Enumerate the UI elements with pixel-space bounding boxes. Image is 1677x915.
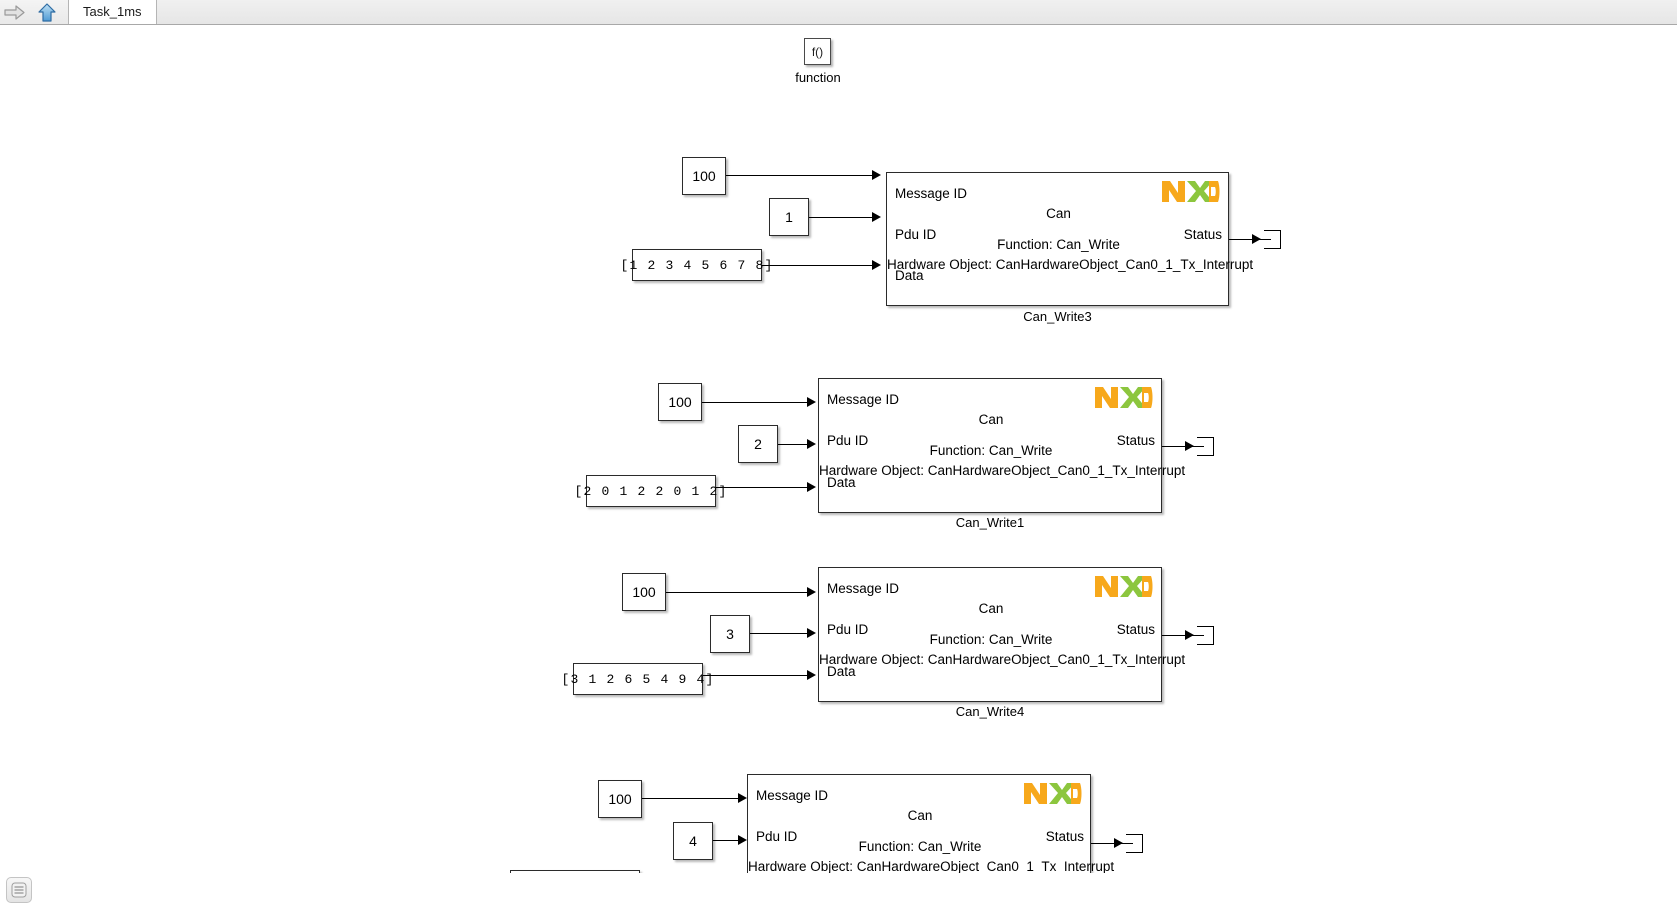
nxp-logo-icon: [1161, 178, 1221, 204]
tab-strip: Task_1ms: [68, 0, 157, 25]
can-write-block-caption-1: Can_Write3: [1023, 309, 1092, 324]
wire-arrow-pdu-id-1: [872, 212, 881, 222]
wire-pdu-id-1: [809, 217, 872, 218]
constant-message-id-2[interactable]: 100: [658, 383, 702, 421]
wire-arrow-message-id-1: [872, 170, 881, 180]
can-write-block-caption-3: Can_Write4: [955, 704, 1025, 719]
window-toolbar: Task_1ms: [0, 0, 1677, 25]
wire-arrow-message-id-3: [807, 587, 816, 597]
wire-pdu-id-4: [713, 840, 738, 841]
tab-task-1ms[interactable]: Task_1ms: [68, 0, 157, 24]
status-bar: [0, 873, 1677, 915]
wire-pdu-id-2: [778, 444, 807, 445]
wire-arrow-data-3: [807, 670, 816, 680]
wire-arrow-pdu-id-2: [807, 439, 816, 449]
wire-arrow-message-id-2: [807, 397, 816, 407]
terminator-block-4[interactable]: [1126, 834, 1143, 853]
wire-arrow-data-1: [872, 260, 881, 270]
constant-data-3[interactable]: [3 1 2 6 5 4 9 4]: [561, 663, 713, 695]
arrow-right-icon[interactable]: [2, 2, 28, 23]
port-label-status-1: Status: [1183, 227, 1222, 242]
terminator-block-3[interactable]: [1197, 626, 1214, 645]
can-block-title-4: Can: [907, 808, 933, 823]
arrow-up-icon[interactable]: [34, 2, 60, 23]
wire-message-id-3: [666, 592, 807, 593]
constant-data-2[interactable]: [2 0 1 2 2 0 1 2]: [574, 475, 726, 507]
constant-message-id-4[interactable]: 100: [598, 780, 642, 818]
wire-data-3: [703, 675, 807, 676]
can-hardware-line-3: Hardware Object: CanHardwareObject_Can0_…: [819, 652, 1186, 667]
wire-arrow-data-2: [807, 482, 816, 492]
port-label-data-1: Data: [895, 268, 924, 283]
port-label-message-id-3: Message ID: [827, 581, 900, 596]
wire-status-1: [1229, 239, 1271, 240]
can-write-block-3[interactable]: Message ID Pdu ID Data Can Function: Can…: [818, 567, 1186, 702]
wire-arrow-status-1: [1252, 234, 1261, 244]
port-label-message-id-1: Message ID: [895, 186, 968, 201]
can-function-line-2: Function: Can_Write: [929, 443, 1053, 458]
wire-arrow-pdu-id-3: [807, 628, 816, 638]
constant-pdu-id-3[interactable]: 3: [710, 615, 750, 653]
constant-data-1[interactable]: [1 2 3 4 5 6 7 8]: [620, 249, 772, 281]
can-function-line-1: Function: Can_Write: [997, 237, 1120, 252]
can-hardware-line-2: Hardware Object: CanHardwareObject_Can0_…: [819, 463, 1186, 478]
can-write-block-caption-2: Can_Write1: [955, 515, 1025, 530]
toolbar-filler: [152, 0, 1677, 24]
can-write-block-2[interactable]: Message ID Pdu ID Data Can Function: Can…: [818, 378, 1186, 513]
can-hardware-line-1: Hardware Object: CanHardwareObject_Can0_…: [887, 257, 1254, 272]
wire-arrow-message-id-4: [738, 793, 747, 803]
port-label-data-3: Data: [827, 664, 856, 679]
wire-data-1: [762, 265, 872, 266]
terminator-block-2[interactable]: [1197, 437, 1214, 456]
wire-arrow-status-4: [1114, 838, 1123, 848]
constant-pdu-id-4[interactable]: 4: [673, 822, 713, 860]
port-label-pdu-id-4: Pdu ID: [756, 829, 798, 844]
can-hardware-line-4: Hardware Object: CanHardwareObject_Can0_…: [748, 859, 1115, 874]
nxp-logo-icon: [1094, 573, 1154, 599]
can-block-title-1: Can: [1046, 206, 1071, 221]
wire-pdu-id-3: [750, 633, 807, 634]
model-canvas[interactable]: f() function 100 1 [1 2 3 4 5 6 7 8] Mes…: [0, 25, 1677, 915]
can-function-line-3: Function: Can_Write: [929, 632, 1053, 647]
wire-status-4: [1091, 843, 1133, 844]
port-label-pdu-id-2: Pdu ID: [827, 433, 869, 448]
function-block[interactable]: f(): [804, 38, 831, 65]
wire-status-3: [1162, 635, 1204, 636]
constant-message-id-3[interactable]: 100: [622, 573, 666, 611]
can-function-line-4: Function: Can_Write: [858, 839, 982, 854]
port-label-pdu-id-1: Pdu ID: [895, 227, 937, 242]
constant-pdu-id-1[interactable]: 1: [769, 198, 809, 236]
wire-arrow-pdu-id-4: [738, 835, 747, 845]
port-label-data-2: Data: [827, 475, 856, 490]
wire-arrow-status-3: [1185, 630, 1194, 640]
port-label-pdu-id-3: Pdu ID: [827, 622, 869, 637]
can-block-title-2: Can: [978, 412, 1004, 427]
port-label-message-id-4: Message ID: [756, 788, 829, 803]
function-block-caption: function: [795, 70, 841, 85]
wire-arrow-status-2: [1185, 441, 1194, 451]
wire-message-id-2: [702, 402, 807, 403]
port-label-message-id-2: Message ID: [827, 392, 900, 407]
nxp-logo-icon: [1094, 384, 1154, 410]
constant-pdu-id-2[interactable]: 2: [738, 425, 778, 463]
terminator-block-1[interactable]: [1264, 230, 1281, 249]
wire-message-id-1: [726, 175, 872, 176]
can-block-title-3: Can: [978, 601, 1004, 616]
layers-icon[interactable]: [6, 877, 32, 903]
wire-status-2: [1162, 446, 1204, 447]
port-label-status-3: Status: [1116, 622, 1155, 637]
constant-message-id-1[interactable]: 100: [682, 157, 726, 195]
nxp-logo-icon: [1023, 780, 1083, 806]
port-label-status-4: Status: [1045, 829, 1084, 844]
port-label-status-2: Status: [1116, 433, 1155, 448]
can-write-block-1[interactable]: Message ID Pdu ID Data Can Function: Can…: [886, 172, 1254, 306]
wire-data-2: [716, 487, 807, 488]
wire-message-id-4: [642, 798, 738, 799]
